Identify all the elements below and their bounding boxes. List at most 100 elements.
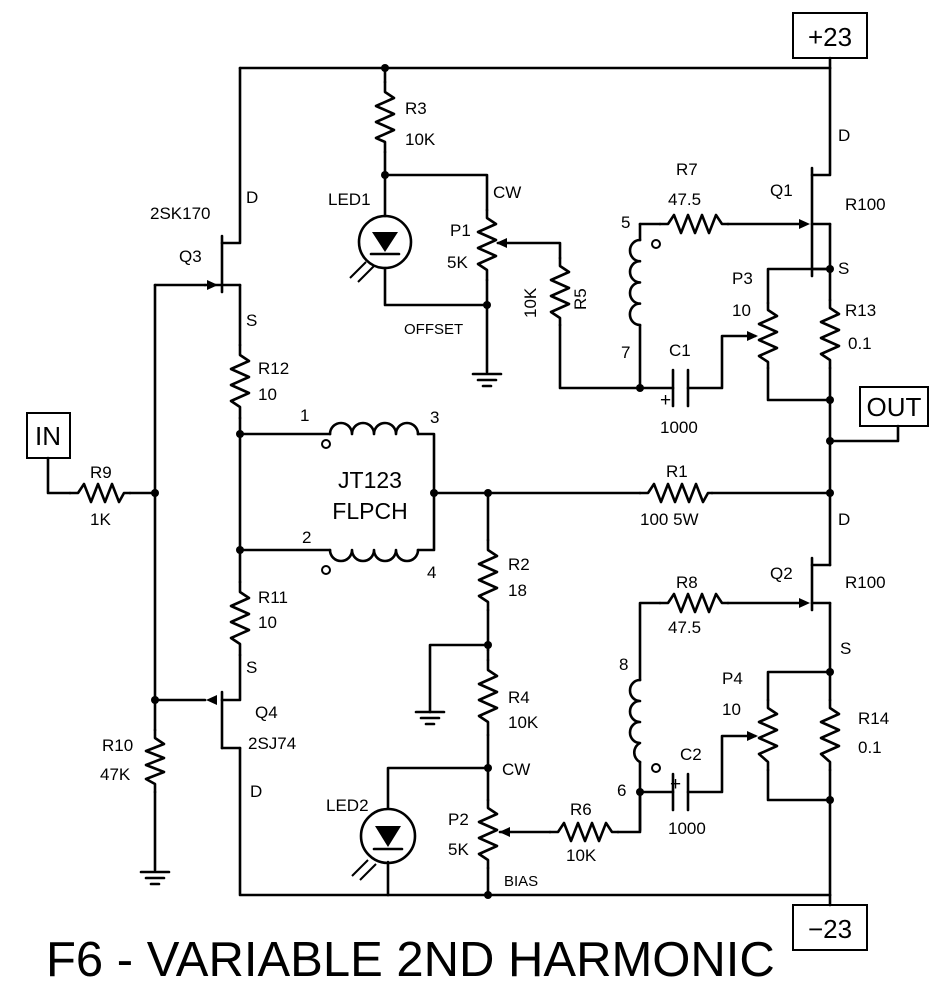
r9-symbol bbox=[68, 482, 132, 504]
r12-value: 10 bbox=[258, 385, 277, 404]
labels: +23 −23 IN OUT R3 10K LED1 CW P1 5K OFFS… bbox=[35, 22, 922, 987]
tx-pin3: 3 bbox=[430, 408, 439, 427]
tx-pin1: 1 bbox=[300, 406, 309, 425]
q1-ref: Q1 bbox=[770, 181, 793, 200]
r3-ref: R3 bbox=[405, 99, 427, 118]
r11-ref: R11 bbox=[258, 588, 288, 607]
q1-d: D bbox=[838, 126, 850, 145]
p3-symbol bbox=[757, 301, 779, 370]
coil1-pin-b: 7 bbox=[621, 343, 630, 362]
r1-ref: R1 bbox=[666, 462, 688, 481]
c1-ref: C1 bbox=[669, 341, 691, 360]
r6-ref: R6 bbox=[570, 800, 592, 819]
q4-symbol bbox=[220, 690, 242, 750]
tx-name-line1: JT123 bbox=[338, 467, 402, 493]
diagram-title: F6 - VARIABLE 2ND HARMONIC bbox=[46, 933, 775, 987]
pos-supply-box bbox=[792, 12, 868, 59]
r9-ref: R9 bbox=[90, 463, 112, 482]
c2-plus: + bbox=[670, 774, 681, 795]
r1-value: 100 5W bbox=[640, 510, 699, 529]
q2-ref: Q2 bbox=[770, 564, 793, 583]
neg-supply-box bbox=[792, 904, 868, 951]
tx-pin4: 4 bbox=[427, 563, 436, 582]
r11-value: 10 bbox=[258, 613, 277, 632]
r3-value: 10K bbox=[405, 130, 436, 149]
ground-symbol-r10 bbox=[139, 870, 171, 886]
p4-ref: P4 bbox=[722, 669, 743, 688]
pos-supply-label: +23 bbox=[808, 22, 852, 52]
neg-supply-label: −23 bbox=[808, 914, 852, 944]
p2-symbol bbox=[477, 798, 499, 870]
output-label: OUT bbox=[867, 392, 922, 422]
q1-symbol bbox=[810, 166, 832, 278]
led1-symbol bbox=[349, 214, 413, 283]
output-box bbox=[859, 386, 929, 427]
r4-symbol bbox=[477, 658, 499, 737]
r13-ref: R13 bbox=[845, 301, 876, 320]
r5-ref: R5 bbox=[571, 288, 590, 310]
r7-ref: R7 bbox=[676, 160, 698, 179]
r11-symbol bbox=[229, 580, 251, 657]
r8-value: 47.5 bbox=[668, 618, 701, 637]
r13-value: 0.1 bbox=[848, 334, 872, 353]
r12-symbol bbox=[229, 343, 251, 420]
p1-cw: CW bbox=[493, 183, 521, 202]
resistors bbox=[68, 80, 841, 870]
r7-value: 47.5 bbox=[668, 190, 701, 209]
q3-part: 2SK170 bbox=[150, 204, 211, 223]
p1-symbol bbox=[476, 208, 498, 282]
ground-symbol-r2 bbox=[414, 710, 446, 726]
r8-ref: R8 bbox=[676, 573, 698, 592]
p2-ref: P2 bbox=[448, 810, 469, 829]
q4-s: S bbox=[246, 658, 257, 677]
p2-value: 5K bbox=[448, 840, 469, 859]
r10-ref: R10 bbox=[102, 736, 133, 755]
r13-symbol bbox=[819, 298, 841, 370]
input-label: IN bbox=[35, 421, 61, 451]
wiper-arrows bbox=[496, 238, 758, 837]
r4-ref: R4 bbox=[508, 688, 530, 707]
q4-d: D bbox=[250, 782, 262, 801]
q1-part: R100 bbox=[845, 195, 886, 214]
c1-symbol bbox=[671, 368, 690, 408]
p1-value: 5K bbox=[447, 253, 468, 272]
tx-name-line2: FLPCH bbox=[332, 498, 407, 524]
q2-d: D bbox=[838, 510, 850, 529]
p1-ref: P1 bbox=[450, 221, 471, 240]
q2-s: S bbox=[840, 639, 851, 658]
r14-ref: R14 bbox=[858, 709, 889, 728]
q4-ref: Q4 bbox=[255, 703, 278, 722]
r6-symbol bbox=[548, 821, 620, 843]
r4-value: 10K bbox=[508, 713, 539, 732]
q3-ref: Q3 bbox=[179, 247, 202, 266]
r14-value: 0.1 bbox=[858, 738, 882, 757]
c1-plus: + bbox=[660, 390, 671, 411]
r3-symbol bbox=[374, 80, 396, 154]
tx-pin2: 2 bbox=[302, 528, 311, 547]
q3-d: D bbox=[246, 188, 258, 207]
p4-symbol bbox=[757, 698, 779, 772]
q1-s: S bbox=[838, 259, 849, 278]
c2-ref: C2 bbox=[680, 745, 702, 764]
coil2-pin-a: 8 bbox=[619, 655, 628, 674]
p1-note: OFFSET bbox=[404, 321, 463, 338]
r5-symbol bbox=[549, 256, 571, 327]
ground-symbol-p1 bbox=[471, 372, 503, 388]
r14-symbol bbox=[819, 698, 841, 772]
coil2-pin-b: 6 bbox=[617, 781, 626, 800]
terminal-boxes bbox=[26, 12, 929, 951]
coil1-symbol bbox=[628, 238, 661, 327]
r1-symbol bbox=[638, 482, 714, 504]
junction-dots bbox=[151, 64, 834, 899]
c2-symbol bbox=[671, 772, 690, 812]
q3-arrow bbox=[207, 280, 218, 290]
q3-s: S bbox=[246, 311, 257, 330]
wires bbox=[46, 56, 900, 907]
q4-arrow bbox=[206, 695, 217, 705]
r9-value: 1K bbox=[90, 510, 111, 529]
coil1-pin-a: 5 bbox=[621, 213, 630, 232]
coil2-symbol bbox=[628, 678, 661, 773]
r2-symbol bbox=[477, 538, 499, 612]
